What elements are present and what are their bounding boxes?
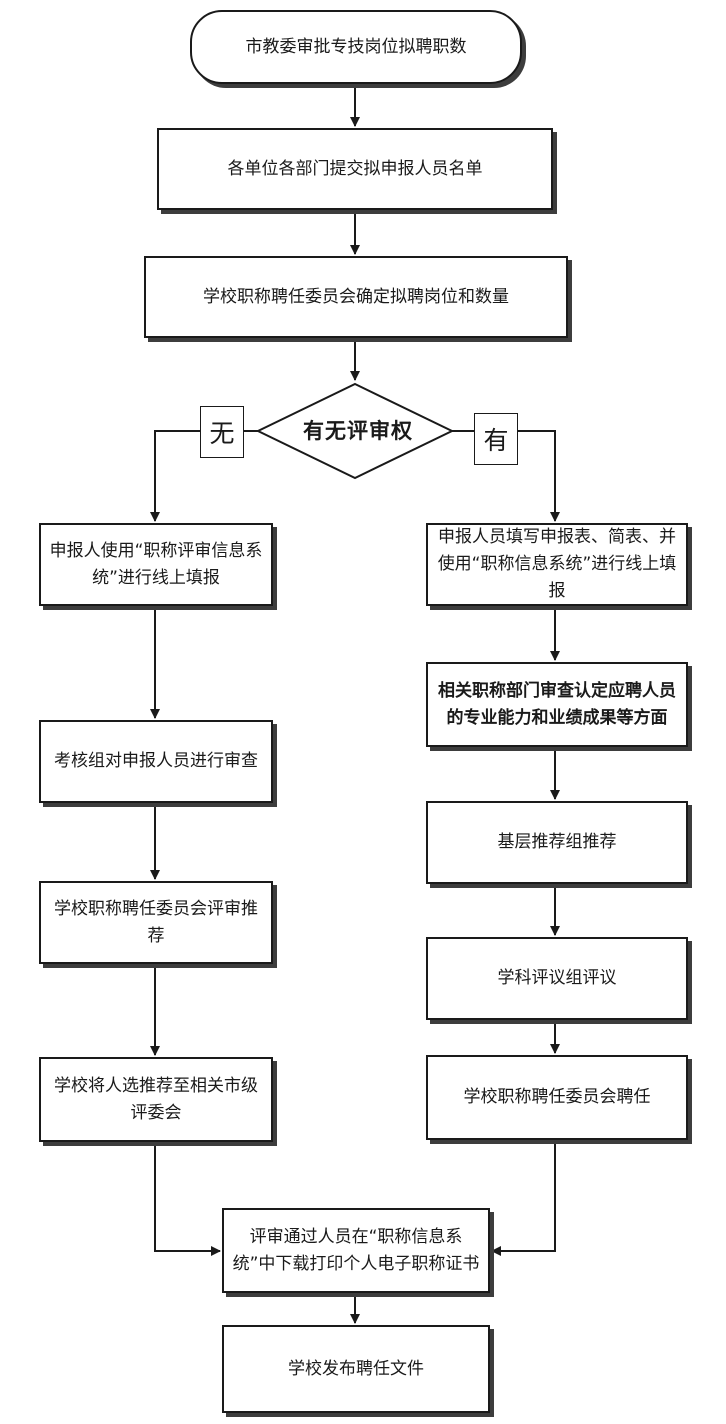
no-step-review-text: 考核组对申报人员进行审查: [54, 751, 258, 771]
yes-step-fill-forms: 申报人员填写申报表、简表、并使用“职称信息系统”进行线上填报: [426, 523, 688, 606]
decision-label: 有无评审权: [303, 419, 413, 443]
yes-step-committee-appoint: 学校职称聘任委员会聘任: [426, 1055, 688, 1140]
yes-step-fill-forms-text: 申报人员填写申报表、简表、并使用“职称信息系统”进行线上填报: [437, 527, 677, 601]
step-submit-list: 各单位各部门提交拟申报人员名单: [157, 128, 553, 210]
branch-yes-tag: 有: [474, 413, 518, 465]
yes-step-committee-appoint-text: 学校职称聘任委员会聘任: [463, 1087, 651, 1107]
yes-step-dept-verify-text: 相关职称部门审查认定应聘人员的专业能力和业绩成果等方面: [438, 680, 676, 728]
yes-step-grassroots-recommend: 基层推荐组推荐: [426, 801, 688, 884]
step-determine-positions: 学校职称聘任委员会确定拟聘岗位和数量: [144, 256, 568, 338]
yes-step-grassroots-recommend-text: 基层推荐组推荐: [497, 832, 617, 852]
no-step-online-filing: 申报人使用“职称评审信息系统”进行线上填报: [39, 523, 273, 606]
decision-diamond: [255, 382, 455, 480]
no-step-city-committee-text: 学校将人选推荐至相关市级评委会: [54, 1075, 258, 1123]
no-step-committee-recommend: 学校职称聘任委员会评审推荐: [39, 881, 273, 964]
start-text: 市教委审批专技岗位拟聘职数: [245, 36, 467, 57]
step-submit-list-text: 各单位各部门提交拟申报人员名单: [227, 158, 483, 179]
no-step-city-committee: 学校将人选推荐至相关市级评委会: [39, 1057, 273, 1142]
no-step-committee-recommend-text: 学校职称聘任委员会评审推荐: [54, 898, 258, 946]
yes-step-dept-verify: 相关职称部门审查认定应聘人员的专业能力和业绩成果等方面: [426, 662, 688, 747]
end-publish-document: 学校发布聘任文件: [222, 1325, 490, 1413]
yes-step-discipline-review-text: 学科评议组评议: [497, 968, 617, 988]
arrow-yes5-to-merge: [491, 1140, 556, 1256]
merge-download-certificate: 评审通过人员在“职称信息系统”中下载打印个人电子职称证书: [222, 1208, 490, 1293]
yes-step-discipline-review: 学科评议组评议: [426, 937, 688, 1020]
no-step-review: 考核组对申报人员进行审查: [39, 720, 273, 803]
branch-no-tag: 无: [200, 406, 244, 458]
no-step-online-filing-text: 申报人使用“职称评审信息系统”进行线上填报: [49, 540, 263, 588]
start-node: 市教委审批专技岗位拟聘职数: [190, 10, 522, 84]
end-publish-document-text: 学校发布聘任文件: [288, 1358, 424, 1379]
step-determine-positions-text: 学校职称聘任委员会确定拟聘岗位和数量: [203, 286, 509, 307]
arrow-no4-to-merge: [154, 1142, 221, 1256]
merge-download-certificate-text: 评审通过人员在“职称信息系统”中下载打印个人电子职称证书: [232, 1226, 480, 1274]
